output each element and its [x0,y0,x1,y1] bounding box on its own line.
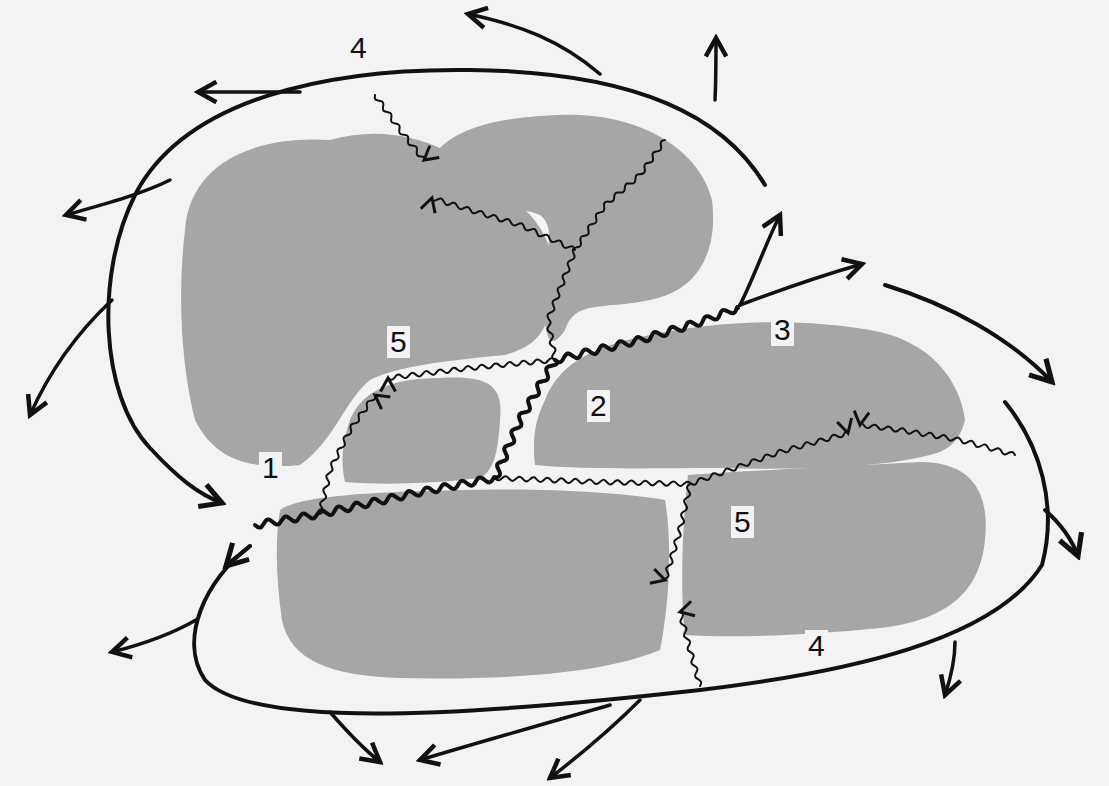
wavy-channel [255,477,495,528]
wavy-channel [388,358,555,380]
grey-region [181,115,986,679]
wavy-channel [680,612,701,686]
callout-number: 3 [771,314,794,346]
wavy-channel [255,95,1015,686]
callout-number: 4 [805,630,828,662]
wavy-channel [547,140,665,360]
callout-number: 5 [387,326,410,358]
callout-number: 1 [259,452,282,484]
callout-number: 4 [347,32,370,64]
wavy-channel [495,360,557,478]
wavy-channel [375,95,426,160]
callout-number: 5 [731,506,754,538]
flow-arrow [30,14,955,778]
lobe-outline [108,70,1078,714]
wavy-channel [860,423,1015,455]
callout-number: 2 [587,390,610,422]
wavy-channel [432,198,575,250]
wavy-channel [320,395,375,514]
wavy-channel [664,484,690,580]
wavy-channel [555,307,738,362]
wavy-channel [495,431,848,486]
